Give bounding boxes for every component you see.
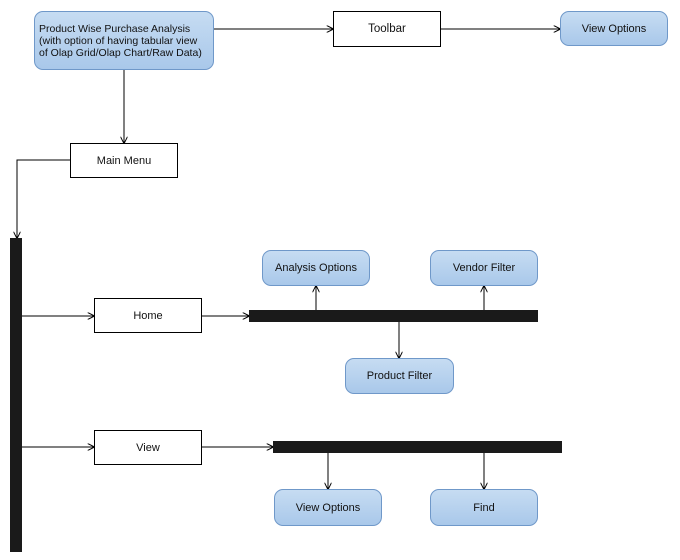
toolbar-label: Toolbar: [368, 23, 406, 35]
main-vertical-bar: [10, 238, 22, 552]
view-options-node[interactable]: View Options: [274, 489, 382, 526]
root-line-1: Product Wise Purchase Analysis: [39, 22, 191, 35]
toolbar-node[interactable]: Toolbar: [333, 11, 441, 47]
edge-mainmenu-bar: [17, 159, 70, 238]
vendor-filter-node[interactable]: Vendor Filter: [430, 250, 538, 286]
view-label: View: [136, 441, 160, 454]
home-label: Home: [133, 309, 163, 322]
view-options-label: View Options: [295, 501, 361, 514]
find-node[interactable]: Find: [430, 489, 538, 526]
root-node-text: Product Wise Purchase Analysis (with opt…: [39, 23, 202, 59]
home-node[interactable]: Home: [94, 298, 202, 333]
toolbar-view-options-node[interactable]: View Options: [560, 11, 668, 46]
main-menu-node[interactable]: Main Menu: [70, 143, 178, 178]
product-filter-label: Product Filter: [366, 370, 433, 382]
toolbar-view-options-label: View Options: [581, 22, 647, 35]
root-node-product-wise-purchase-analysis[interactable]: Product Wise Purchase Analysis (with opt…: [34, 11, 214, 70]
analysis-options-label: Analysis Options: [275, 262, 357, 274]
product-filter-node[interactable]: Product Filter: [345, 358, 454, 394]
home-fork-bar: [249, 310, 538, 322]
main-menu-label: Main Menu: [96, 154, 152, 167]
analysis-options-node[interactable]: Analysis Options: [262, 250, 370, 286]
vendor-filter-label: Vendor Filter: [452, 262, 516, 274]
find-label: Find: [473, 501, 495, 514]
view-fork-bar: [273, 441, 562, 453]
root-line-3: of Olap Grid/Olap Chart/Raw Data): [39, 46, 202, 59]
root-line-2: (with option of having tabular view: [39, 34, 198, 47]
view-node[interactable]: View: [94, 430, 202, 465]
